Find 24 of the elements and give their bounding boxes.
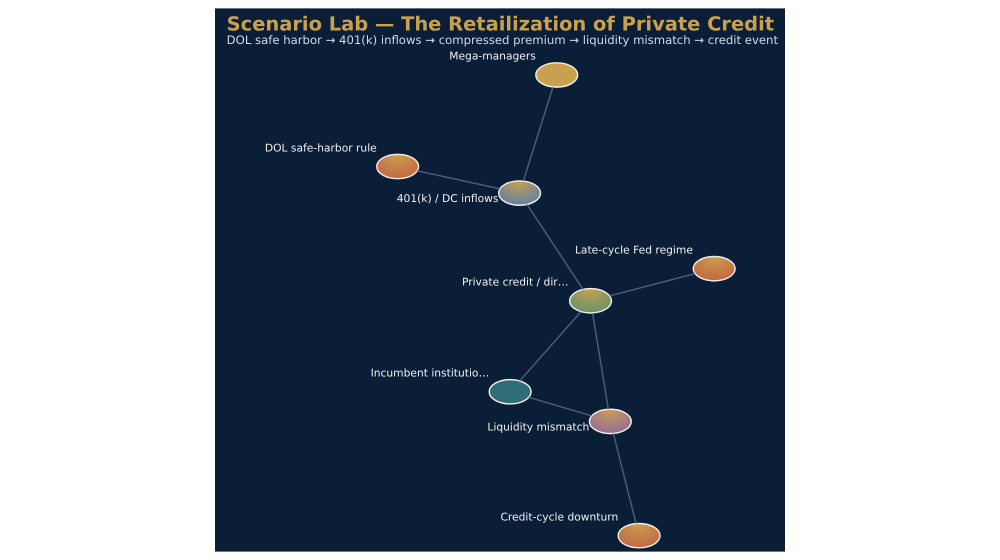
node-label: Incumbent institutio… [370,366,490,380]
node-ellipse [498,180,542,206]
connector [610,273,696,297]
node-label: Private credit / dir… [462,276,568,289]
node-ellipse [692,256,736,282]
connector [592,313,610,410]
node-ellipse [588,408,632,434]
node-ellipse [568,288,612,314]
node-ellipse [376,154,420,180]
node-label: Credit-cycle downturn [500,510,618,524]
connector [526,204,584,290]
node-label: Liquidity mismatch [487,420,590,434]
node-label: Mega-managers [449,50,536,63]
node-label: 401(k) / DC inflows [396,192,498,206]
connector [417,170,500,190]
node-label: Late-cycle Fed regime [574,243,693,256]
connector [612,433,637,524]
connector [522,87,554,182]
connector [519,312,582,382]
node-label: DOL safe-harbor rule [264,141,377,154]
node-ellipse [535,62,578,88]
node-ellipse [488,378,532,405]
node-ellipse [617,522,661,548]
connector [528,396,592,417]
